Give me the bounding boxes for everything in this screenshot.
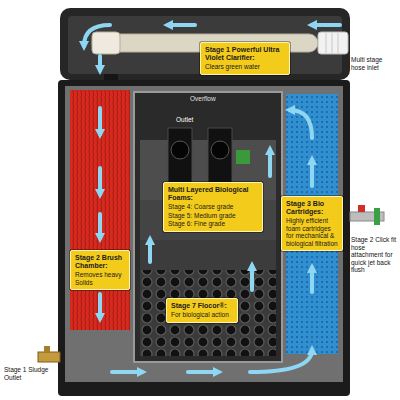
- flocor-media: [140, 270, 276, 356]
- callout-box: Stage 3 Bio Cartridges:Highly efficient …: [281, 196, 343, 251]
- callout-box: Stage 1 Powerful Ultra Violet Clarifier:…: [200, 42, 290, 75]
- flow-arrow: [98, 108, 102, 134]
- brush-chamber: [70, 90, 130, 330]
- sludge-outlet-label-holder: Stage 1 Sludge Outlet: [4, 366, 54, 381]
- flow-arrow: [310, 160, 314, 186]
- flow-arrow: [112, 370, 142, 374]
- callout-heading: Multi Layered Biological Foams:: [168, 186, 258, 202]
- lid-inner: [68, 16, 342, 74]
- flow-arrow: [148, 240, 152, 262]
- click-fit-ring: [374, 208, 380, 225]
- sludge-outlet-label: Stage 1 Sludge Outlet: [4, 366, 54, 381]
- filter-interior: [65, 86, 343, 382]
- hose-attachment-label: Stage 2 Click fit hose attachment for qu…: [351, 236, 397, 274]
- callout-text: Stage 5: Medium grade: [168, 212, 258, 220]
- pipe-opening: [211, 141, 229, 159]
- flow-arrow: [98, 294, 102, 318]
- inlet-label-holder: Multi stage hose inlet: [351, 56, 397, 71]
- callout-text: Highly efficient foam cartridges for mec…: [286, 217, 338, 247]
- outlet-label-holder: Outlet: [176, 116, 216, 124]
- filter-body: [58, 80, 350, 396]
- flow-arrow: [268, 150, 272, 176]
- overflow-label-holder: Overflow: [190, 95, 240, 103]
- callout-box: Stage 2 Brush Chamber:Removes heavy Soli…: [70, 250, 130, 290]
- flow-arrow: [312, 23, 340, 27]
- callout-heading: Stage 7 Flocor®:: [171, 302, 233, 310]
- flow-arrow: [98, 214, 102, 238]
- sludge-valve: [38, 352, 60, 362]
- callout-heading: Stage 3 Bio Cartridges:: [286, 200, 338, 216]
- outlet-pipe: [208, 128, 232, 183]
- callout-box: Stage 7 Flocor®:For biological action: [166, 298, 238, 323]
- callout-text: Stage 4: Coarse grade: [168, 203, 258, 211]
- callout-heading: Stage 1 Powerful Ultra Violet Clarifier:: [205, 46, 285, 62]
- inlet-ribs: [326, 33, 338, 53]
- uv-end-cap: [92, 32, 120, 54]
- outlet-pipe: [168, 128, 192, 183]
- callout-text: For biological action: [171, 311, 233, 319]
- valve-handle: [44, 346, 50, 352]
- flow-arrow: [168, 23, 195, 27]
- flow-arrow: [250, 350, 312, 372]
- outlet-label: Outlet: [176, 116, 216, 124]
- flow-arrow: [98, 168, 102, 194]
- callout-text: Stage 6: Fine grade: [168, 220, 258, 228]
- flow-arrow: [188, 370, 218, 374]
- flow-arrow: [250, 266, 254, 290]
- callout-text: Removes heavy Solids: [75, 271, 125, 286]
- inlet-label: Multi stage hose inlet: [351, 56, 397, 71]
- hose-attachment-label-holder: Stage 2 Click fit hose attachment for qu…: [351, 236, 397, 274]
- hose-inlet-fitting: [318, 32, 348, 54]
- overflow-label: Overflow: [190, 95, 240, 103]
- lid: [60, 8, 350, 80]
- fine-foam: [140, 240, 276, 270]
- flow-arrow: [290, 110, 312, 138]
- callout-text: Clears green water: [205, 63, 285, 71]
- callout-box: Multi Layered Biological Foams:Stage 4: …: [163, 182, 263, 232]
- flow-arrow: [84, 25, 110, 46]
- callout-heading: Stage 2 Brush Chamber:: [75, 254, 125, 270]
- pipe-opening: [171, 141, 189, 159]
- hose-tap: [358, 205, 365, 212]
- center-chamber: [134, 92, 282, 362]
- flow-arrow: [310, 268, 314, 292]
- green-connector: [236, 150, 250, 164]
- flow-arrow: [98, 56, 102, 70]
